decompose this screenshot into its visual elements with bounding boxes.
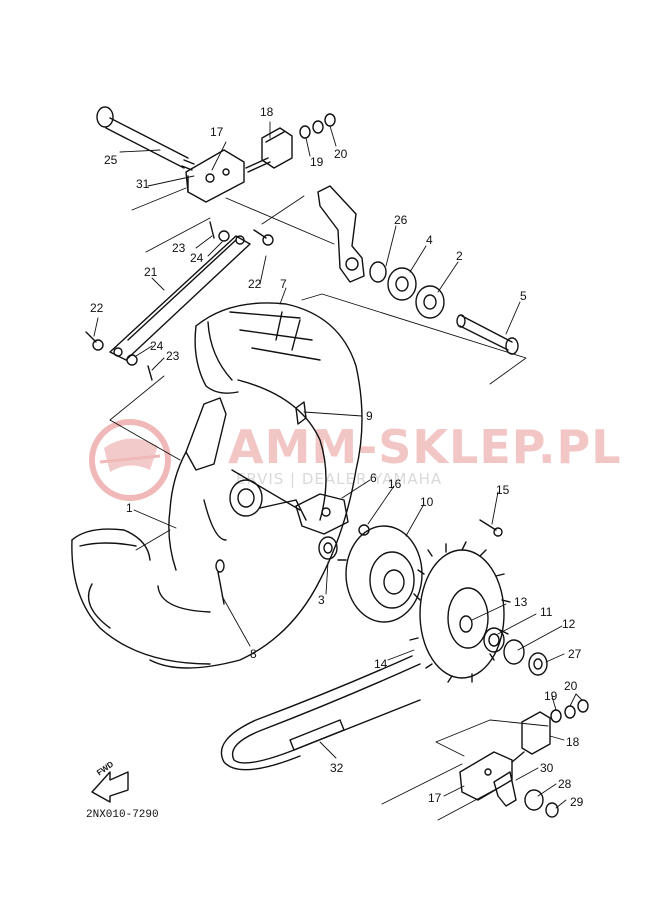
callout-19-top: 19 [310,155,324,169]
callout-31: 31 [136,177,150,191]
drive-chain [220,655,421,771]
diagram-code: 2NX010-7290 [86,809,159,821]
sprocket-hub [337,525,423,623]
callout-6: 6 [370,471,377,485]
callout-5: 5 [520,289,527,303]
callout-leaders [93,121,583,809]
caliper-bracket [317,185,365,283]
hub-bearing [318,536,338,560]
small-fasteners [85,221,274,381]
callout-15: 15 [496,483,510,497]
callout-19-bottom: 19 [544,689,558,703]
callout-17-top: 17 [210,125,224,139]
callout-18-bottom: 18 [566,735,580,749]
bearing-set [369,261,445,319]
rear-sprocket [409,541,511,683]
callout-30: 30 [540,761,554,775]
callout-20-bottom: 20 [564,679,578,693]
lower-adjuster-block [521,711,551,755]
callout-10: 10 [420,495,434,509]
hub-seal-set [459,615,548,676]
lower-nuts [550,699,589,723]
upper-adjuster-block [261,127,293,169]
callout-16: 16 [388,477,402,491]
callout-29: 29 [570,795,584,809]
callout-22-left: 22 [90,301,104,315]
rear-wheel-assembly [71,302,363,669]
callout-22-top: 22 [248,277,262,291]
lower-bracket [493,771,517,807]
callout-27: 27 [568,647,582,661]
forward-arrow-icon [91,771,129,803]
hub-damper [295,401,307,425]
callout-8: 8 [250,647,257,661]
callout-21: 21 [144,265,158,279]
callout-18-top: 18 [260,105,274,119]
callout-17-bottom: 17 [428,791,442,805]
upper-chain-puller [185,149,271,203]
wheel-spacer [456,314,519,355]
callout-14: 14 [374,657,388,671]
callout-25: 25 [104,153,118,167]
chain-guard [109,235,251,361]
callout-3: 3 [318,593,325,607]
callout-13: 13 [514,595,528,609]
callout-11: 11 [540,605,553,619]
callout-28: 28 [558,777,572,791]
callout-32: 32 [330,761,344,775]
brake-caliper-bracket [295,493,349,535]
callout-12: 12 [562,617,576,631]
callout-23-top: 23 [172,241,186,255]
callout-7: 7 [280,277,287,291]
watermark-subtext: ERVIS | DEALER YAMAHA [236,470,443,488]
sprocket-bolt [479,519,503,537]
assembly-guide-lines [109,187,549,821]
callout-2: 2 [456,249,463,263]
callout-1: 1 [126,501,133,515]
callout-23-left: 23 [166,349,180,363]
callout-4: 4 [426,233,433,247]
callout-24-top: 24 [190,251,204,265]
callout-9: 9 [366,409,373,423]
axle-nut [524,789,559,818]
callout-20-top: 20 [334,147,348,161]
watermark-text: AMM-SKLEP.PL [228,420,622,474]
callout-24-left: 24 [150,339,164,353]
callout-26: 26 [394,213,408,227]
